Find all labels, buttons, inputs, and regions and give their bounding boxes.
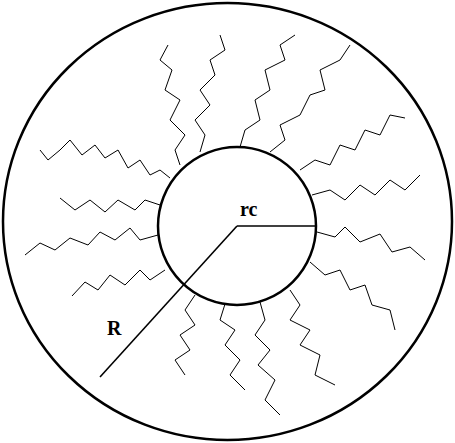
polymer-chain — [25, 228, 158, 255]
polymer-chain — [312, 175, 420, 200]
polymer-chain — [240, 35, 295, 147]
polymer-chain — [60, 198, 160, 212]
polymer-chain — [195, 35, 225, 152]
core-circle-ring — [158, 147, 316, 305]
polymer-chain — [310, 262, 395, 330]
radius-label: R — [107, 317, 121, 339]
polymer-chain — [270, 45, 350, 152]
polymer-chain — [290, 290, 335, 385]
polymer-chain — [255, 302, 280, 415]
outer-circle-ring — [3, 3, 452, 440]
polymer-chain — [317, 227, 425, 260]
polymer-chain — [160, 45, 185, 165]
polymer-chain — [72, 270, 165, 296]
polymer-chain — [40, 140, 170, 178]
polymer-chain — [175, 295, 195, 375]
polymer-chain — [300, 115, 405, 170]
outer-circle: Rrc — [3, 3, 452, 440]
outer-circle-outline — [3, 3, 452, 440]
polymer-chain — [220, 304, 245, 390]
core-radius-line — [237, 225, 317, 227]
core-circle: rc — [158, 147, 316, 305]
polymer-chains — [25, 35, 425, 415]
radius-lines — [100, 226, 317, 377]
radius-label: rc — [240, 198, 257, 220]
core-circle-outline — [158, 147, 316, 305]
